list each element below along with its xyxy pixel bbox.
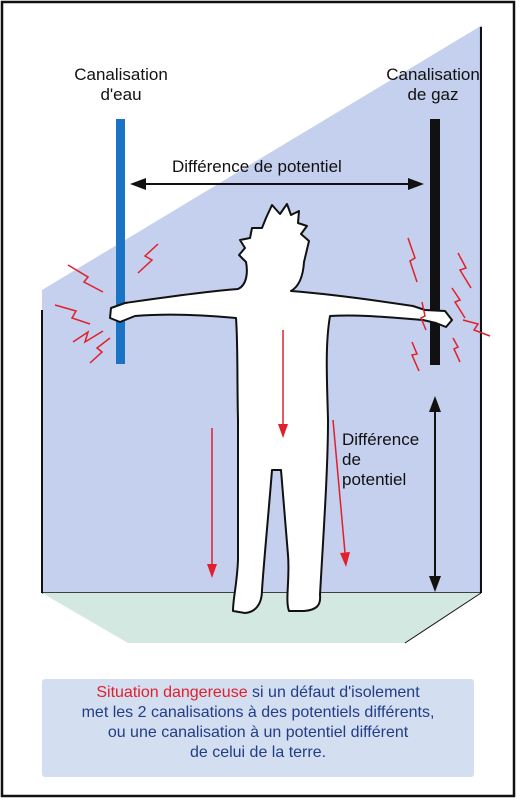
vertical-potential-label: Différence de potentiel [342,430,419,490]
caption-danger: Situation dangereuse [96,684,247,701]
water-pipe-label-line2: d'eau [46,85,196,105]
water-pipe-label: Canalisation d'eau [46,65,196,105]
gas-pipe-label: Canalisation de gaz [358,65,508,105]
vertical-potential-label-line3: potentiel [342,470,419,490]
water-pipe [116,119,125,364]
caption-line1: Situation dangereuse si un défaut d'isol… [42,683,474,703]
caption: Situation dangereuse si un défaut d'isol… [42,683,474,763]
caption-line3: ou une canalisation à un potentiel diffé… [42,723,474,743]
gas-pipe [430,119,440,365]
horizontal-potential-label: Différence de potentiel [172,157,342,177]
caption-line2: met les 2 canalisations à des potentiels… [42,703,474,723]
vertical-potential-label-line2: de [342,450,419,470]
vertical-potential-label-line1: Différence [342,430,419,450]
water-pipe-label-line1: Canalisation [46,65,196,85]
gas-pipe-label-line1: Canalisation [358,65,508,85]
gas-pipe-label-line2: de gaz [358,85,508,105]
caption-line4: de celui de la terre. [42,743,474,763]
caption-line1-rest: si un défaut d'isolement [248,684,420,701]
